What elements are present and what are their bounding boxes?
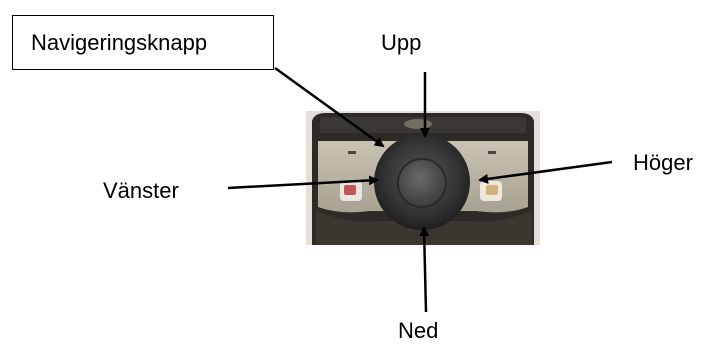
soft-key-right-mark bbox=[488, 151, 496, 154]
left-label: Vänster bbox=[103, 178, 179, 203]
nav-button-label-box: Navigeringsknapp bbox=[12, 15, 274, 70]
arrow-right bbox=[478, 160, 613, 184]
arrow-left bbox=[227, 175, 379, 190]
end-key bbox=[480, 181, 502, 201]
soft-key-left-mark bbox=[348, 151, 356, 154]
right-label: Höger bbox=[633, 150, 693, 175]
down-label: Ned bbox=[398, 318, 439, 343]
arrow-nav-button bbox=[274, 66, 385, 148]
call-key bbox=[340, 181, 362, 201]
nav-button-label: Navigeringsknapp bbox=[31, 30, 208, 55]
navigation-center-highlight bbox=[397, 158, 447, 208]
up-label: Upp bbox=[381, 30, 422, 55]
navigation-center-button bbox=[398, 159, 446, 207]
arrow-down bbox=[419, 226, 430, 313]
